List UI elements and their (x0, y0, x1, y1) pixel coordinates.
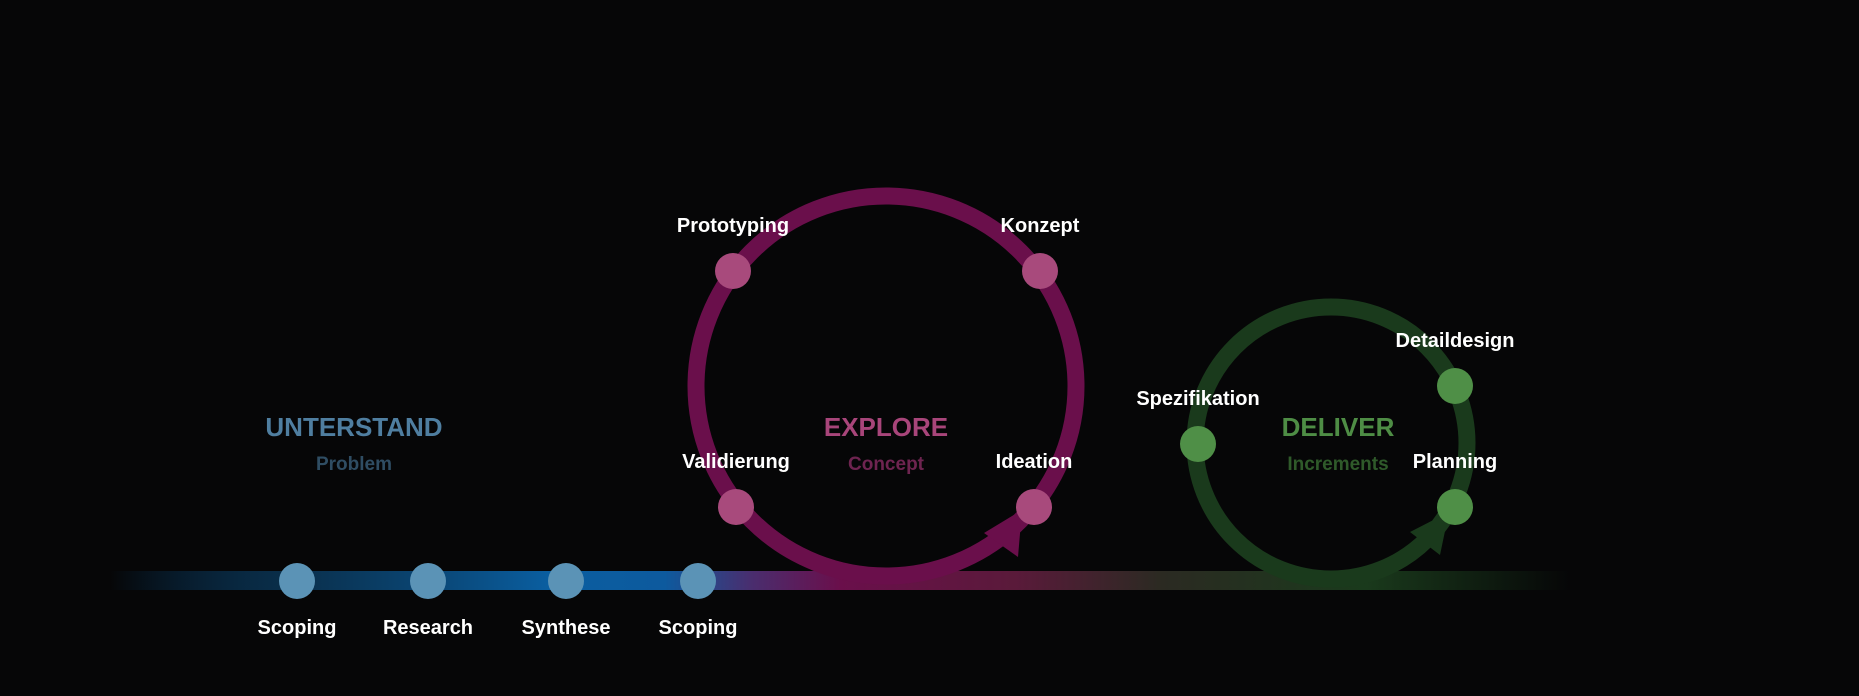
step-label-detaildesign: Detaildesign (1396, 330, 1515, 352)
node-planning (1437, 489, 1473, 525)
deliver-arrow-icon (1410, 512, 1449, 555)
timeline-line (110, 571, 1570, 590)
deliver-steps: Spezifikation Detaildesign Planning (1136, 330, 1514, 525)
step-label-planning: Planning (1413, 451, 1497, 473)
phase-subtitle-explore: Concept (848, 454, 925, 475)
node-synthese (548, 563, 584, 599)
node-spezifikation (1180, 426, 1216, 462)
node-validierung (718, 489, 754, 525)
phase-subtitle-understand: Problem (316, 454, 392, 475)
phase-deliver: DELIVER Increments (1282, 412, 1395, 475)
phase-subtitle-deliver: Increments (1287, 454, 1388, 475)
explore-arrow-icon (984, 510, 1022, 557)
node-research (410, 563, 446, 599)
understand-steps: Scoping Research Synthese Scoping (258, 563, 738, 639)
phase-understand: UNTERSTAND Problem (265, 412, 442, 475)
explore-steps: Prototyping Konzept Validierung Ideation (677, 215, 1080, 525)
step-label-ideation: Ideation (996, 451, 1073, 473)
step-label-konzept: Konzept (1001, 215, 1080, 237)
step-label-research: Research (383, 617, 473, 639)
step-label-scoping-1: Scoping (258, 617, 337, 639)
node-scoping-2 (680, 563, 716, 599)
step-label-spezifikation: Spezifikation (1136, 388, 1259, 410)
phase-explore: EXPLORE Concept (824, 412, 948, 475)
step-label-scoping-2: Scoping (659, 617, 738, 639)
node-ideation (1016, 489, 1052, 525)
node-konzept (1022, 253, 1058, 289)
explore-loop (687, 187, 1085, 585)
step-label-prototyping: Prototyping (677, 215, 789, 237)
explore-ring (687, 187, 1085, 585)
phase-title-deliver: DELIVER (1282, 412, 1395, 442)
node-scoping-1 (279, 563, 315, 599)
node-prototyping (715, 253, 751, 289)
phase-title-explore: EXPLORE (824, 412, 948, 442)
node-detaildesign (1437, 368, 1473, 404)
step-label-synthese: Synthese (522, 617, 611, 639)
phase-title-understand: UNTERSTAND (265, 412, 442, 442)
step-label-validierung: Validierung (682, 451, 790, 473)
